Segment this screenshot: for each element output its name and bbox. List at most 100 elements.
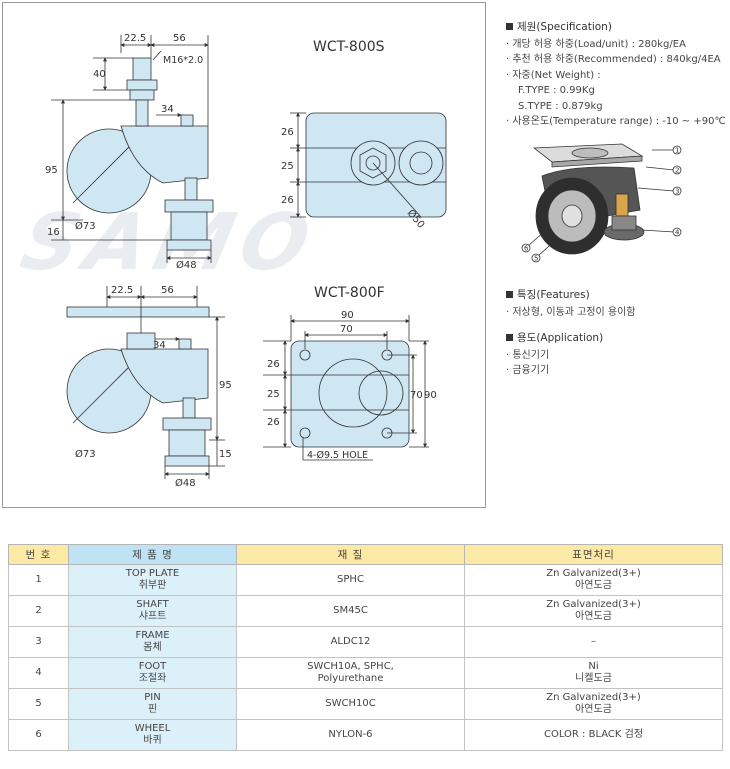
- material-text: SWCH10C: [325, 698, 376, 709]
- wct-800f-top-view: [263, 315, 429, 461]
- name-ko: 몸체: [143, 642, 162, 653]
- name-en: FOOT: [138, 661, 167, 672]
- dim-label: Ø73: [75, 448, 96, 460]
- application-heading: 용도(Application): [506, 331, 603, 347]
- caster-product-illustration: 1 2 3 4 5 6: [521, 143, 682, 263]
- callout-6: 6: [524, 245, 529, 253]
- material-text: SPHC: [337, 574, 364, 585]
- surface-text: COLOR : BLACK 검정: [543, 729, 644, 740]
- surface-text: Zn Galvanized(3+): [546, 568, 641, 579]
- dim-label: 40: [93, 69, 106, 80]
- dim-label: 16: [47, 227, 60, 238]
- callout-2: 2: [675, 167, 679, 175]
- material-text: NYLON-6: [328, 729, 373, 740]
- callout-1: 1: [675, 147, 679, 155]
- cell-material: SWCH10A, SPHC,Polyurethane: [236, 657, 465, 689]
- spec-line: · 추천 허용 하중(Recommended) : 840kg/4EA: [506, 54, 721, 65]
- application-item: · 통신기기: [506, 349, 550, 361]
- dim-label: 90: [341, 310, 354, 321]
- surface-text: Zn Galvanized(3+): [546, 692, 641, 703]
- cell-surface: COLOR : BLACK 검정: [464, 719, 723, 751]
- wct-800f-top-labels: 90 70 26 25 26 70 90 4-Ø9.5 HOLE: [267, 310, 437, 461]
- surface-text: Zn Galvanized(3+): [546, 599, 641, 610]
- cell-number: 5: [8, 688, 69, 720]
- technical-drawing-panel: SAMO: [2, 2, 486, 508]
- specification-section: 제원(Specification) · 개당 허용 하중(Load/unit) …: [506, 20, 726, 130]
- name-ko: 취부판: [138, 580, 167, 591]
- dim-label: 70: [410, 390, 423, 401]
- model-title-s: WCT-800S: [313, 39, 385, 55]
- dim-label: 26: [281, 195, 294, 206]
- wct-800s-side-view: [51, 35, 214, 263]
- surface-text-ko: 아연도금: [575, 611, 612, 622]
- dim-label: 70: [340, 324, 353, 335]
- drawing-svg: 22.5 56 40 M16*2.0 34 95 16 Ø73 Ø48 WCT-…: [45, 33, 447, 489]
- features-section: 특징(Features) · 저상형, 이동과 고정이 용이함: [506, 288, 635, 320]
- dim-label: 26: [267, 359, 280, 370]
- spec-heading: 제원(Specification): [506, 20, 726, 36]
- name-en: TOP PLATE: [125, 568, 180, 579]
- name-en: FRAME: [135, 630, 170, 641]
- dim-label: Ø48: [176, 259, 197, 271]
- hole-label: 4-Ø9.5 HOLE: [307, 450, 368, 461]
- cell-material: ALDC12: [236, 626, 465, 658]
- callout-4: 4: [675, 229, 680, 237]
- bullet-square-icon: [506, 291, 513, 298]
- callout-5: 5: [534, 255, 538, 263]
- material-text-2: Polyurethane: [317, 673, 384, 684]
- dim-label: 26: [267, 417, 280, 428]
- spec-line: · 자중(Net Weight) :: [506, 69, 601, 81]
- name-ko: 샤프트: [138, 611, 167, 622]
- application-section: 용도(Application) · 통신기기 · 금융기기: [506, 331, 603, 379]
- cell-surface: –: [464, 626, 723, 658]
- dim-label: Ø73: [75, 220, 96, 232]
- material-text: ALDC12: [330, 636, 371, 647]
- wct-800s-top-view: [290, 112, 447, 218]
- name-ko: 조절좌: [138, 673, 167, 684]
- header-surface: 표면처리: [464, 544, 723, 565]
- name-ko: 바퀴: [143, 735, 162, 746]
- dim-label: 25: [281, 161, 294, 172]
- name-en: SHAFT: [136, 599, 169, 610]
- spec-sub-line: S.TYPE : 0.879kg: [518, 100, 603, 112]
- wct-800f-side-labels: 22.5 56 34 95 15 Ø73 Ø48: [75, 285, 232, 489]
- header-material: 재 질: [236, 544, 465, 565]
- cell-surface: Zn Galvanized(3+)아연도금: [464, 595, 723, 627]
- spec-line: · 개당 허용 하중(Load/unit) : 280kg/EA: [506, 38, 686, 50]
- features-heading-text: 특징(Features): [517, 289, 590, 301]
- name-en: PIN: [144, 692, 161, 703]
- dim-label: 34: [153, 340, 166, 351]
- surface-text-ko: 니켈도금: [575, 673, 612, 684]
- dim-label: 22.5: [111, 285, 133, 296]
- cell-number: 4: [8, 657, 69, 689]
- dim-label: 26: [281, 127, 294, 138]
- wct-800s-side-labels: 22.5 56 40 M16*2.0 34 95 16 Ø73 Ø48: [45, 33, 203, 271]
- dim-label: 95: [219, 380, 232, 391]
- material-text: SM45C: [333, 605, 368, 616]
- dim-label: 34: [161, 104, 174, 115]
- cell-number: 3: [8, 626, 69, 658]
- spec-line: · 사용온도(Temperature range) : -10 ~ +90℃: [506, 116, 726, 127]
- dim-label: 15: [219, 449, 232, 460]
- application-item: · 금융기기: [506, 365, 550, 376]
- header-product-name: 제 품 명: [68, 544, 237, 565]
- bullet-square-icon: [506, 23, 513, 30]
- dim-label: Ø48: [175, 477, 196, 489]
- cell-surface: Zn Galvanized(3+)아연도금: [464, 688, 723, 720]
- dim-label: 56: [161, 285, 174, 296]
- dim-label: 22.5: [124, 33, 146, 44]
- callout-3: 3: [675, 188, 679, 196]
- spec-heading-text: 제원(Specification): [517, 21, 612, 33]
- name-en: WHEEL: [134, 723, 171, 734]
- spec-sub-line: F.TYPE : 0.99Kg: [518, 85, 595, 96]
- dim-label: 90: [424, 390, 437, 401]
